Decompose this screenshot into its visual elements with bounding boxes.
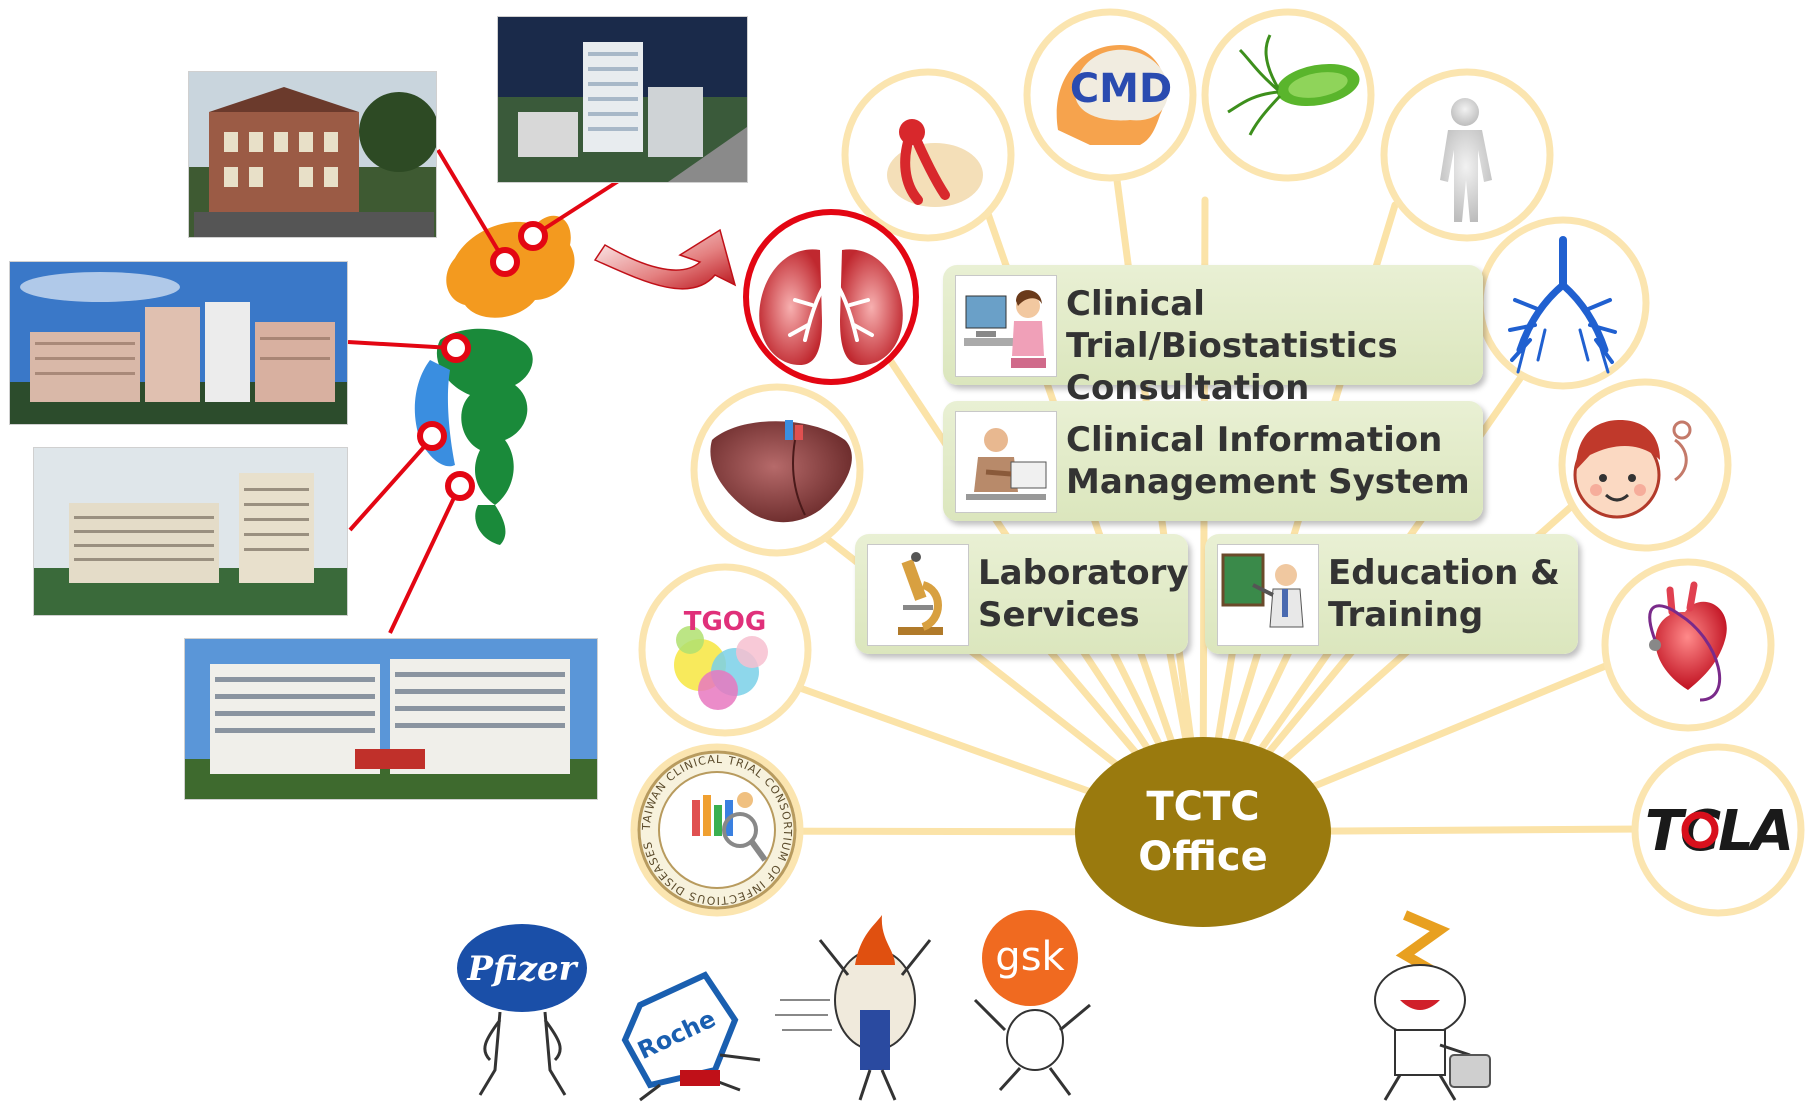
map-marker-5 xyxy=(445,471,475,501)
map-marker-1 xyxy=(490,247,520,277)
lung-red-icon xyxy=(759,233,903,365)
hospital-photo-2 xyxy=(497,16,748,183)
child-face-icon xyxy=(1573,420,1692,519)
cmd-logo-text: CMD xyxy=(1070,66,1172,112)
tctc-office-hub: TCTC Office xyxy=(1075,737,1331,927)
tgog-logo-text: TGOG xyxy=(684,607,767,637)
hub-label-line1: TCTC xyxy=(1146,784,1260,830)
map-central xyxy=(436,328,533,505)
bacteria-icon xyxy=(1227,34,1360,136)
hospital-photo-3 xyxy=(9,261,348,425)
lung-blue-icon xyxy=(1508,236,1617,374)
map-marker-2 xyxy=(518,221,548,251)
hospital-photo-5 xyxy=(184,638,598,800)
map-marker-3 xyxy=(441,333,471,363)
pfizer-logo-text: Pfizer xyxy=(466,949,578,989)
gsk-logo-text: gsk xyxy=(995,934,1065,980)
service-education: Education & Training xyxy=(1205,534,1578,654)
curved-arrow-icon xyxy=(593,228,737,290)
abbott-mascot xyxy=(775,915,932,1101)
tgog-logo: TGOG xyxy=(674,607,768,710)
heart-icon xyxy=(1648,581,1727,702)
hospital-photo-1 xyxy=(188,71,437,238)
office-worker-icon xyxy=(955,411,1057,513)
service-cims: Clinical Information Management System xyxy=(943,401,1483,521)
hospital-photo-4 xyxy=(33,447,348,616)
map-marker-4 xyxy=(417,421,447,451)
aids-ribbon-icon xyxy=(887,119,983,207)
service-education-label: Education & Training xyxy=(1328,553,1560,635)
pfizer-mascot: Pfizer xyxy=(457,924,587,1096)
computer-user-icon xyxy=(955,275,1057,377)
tcla-logo-text: TCLA xyxy=(1645,799,1791,864)
hub-label-line2: Office xyxy=(1138,834,1268,880)
microscope-icon xyxy=(867,544,969,646)
service-cims-label: Clinical Information Management System xyxy=(1066,420,1470,502)
novartis-mascot xyxy=(1374,910,1491,1101)
service-consultation-label: Clinical Trial/Biostatistics Consultatio… xyxy=(1066,284,1398,408)
teacher-icon xyxy=(1217,544,1319,646)
gsk-mascot: gsk xyxy=(973,910,1091,1096)
service-lab-label: Laboratory Services xyxy=(978,553,1189,635)
human-body-icon xyxy=(1440,98,1492,222)
service-consultation: Clinical Trial/Biostatistics Consultatio… xyxy=(943,265,1483,408)
tcla-logo: TCLA xyxy=(1645,799,1794,864)
brain-cmd-icon: CMD xyxy=(1056,45,1172,145)
map-south xyxy=(475,505,506,545)
service-lab: Laboratory Services xyxy=(855,534,1189,654)
liver-icon xyxy=(710,420,852,523)
photo-connectors xyxy=(347,148,622,634)
infectious-disease-seal: TAIWAN CLINICAL TRIAL CONSORTIUM OF INFE… xyxy=(637,750,797,910)
roche-mascot: Roche xyxy=(621,971,761,1102)
ring-tgog xyxy=(638,563,812,737)
